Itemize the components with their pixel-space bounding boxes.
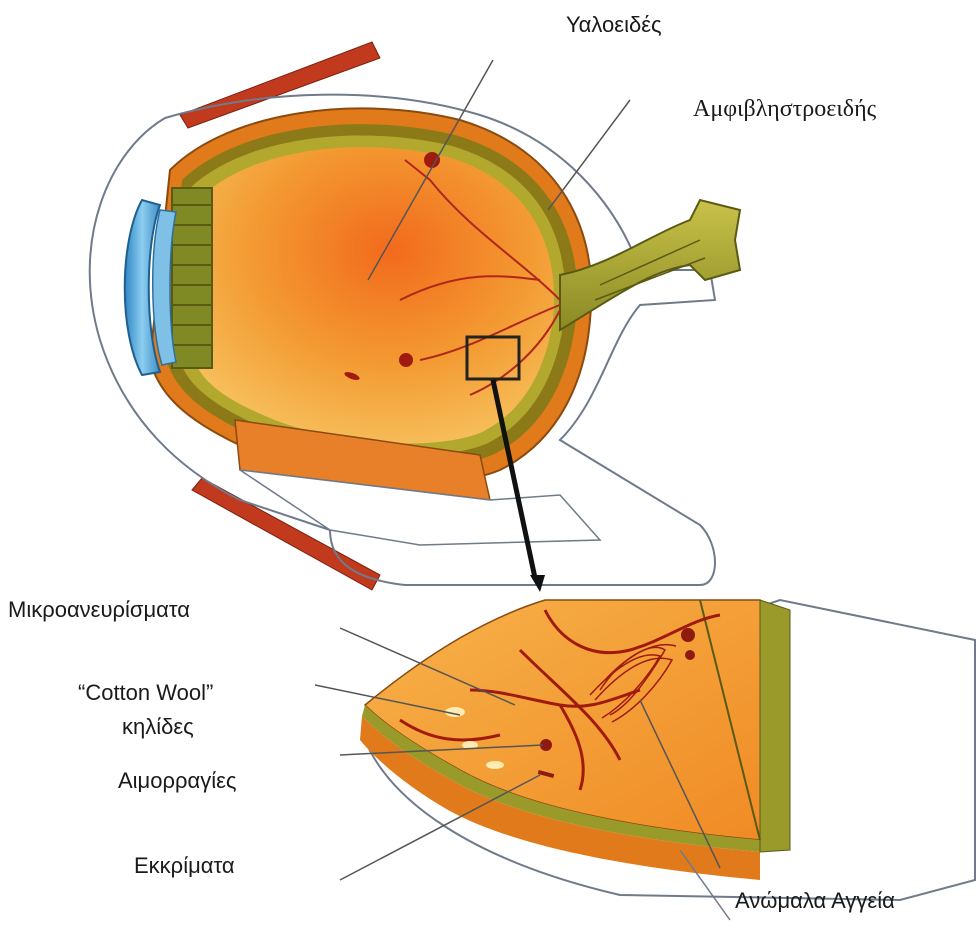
label-vitreous: Υαλοειδές — [566, 12, 662, 37]
label-exudates: Εκκρίματα — [134, 853, 235, 878]
label-cotton-wool-line1: “Cotton Wool” — [78, 680, 213, 705]
retina-slice-side — [760, 600, 790, 852]
retina-leader — [548, 100, 630, 210]
label-retina: Αμφιβληστροειδής — [693, 96, 876, 124]
label-cotton-wool-line2: κηλίδες — [122, 714, 194, 739]
label-irregular-vessels: Ανώμαλα Αγγεία — [735, 888, 895, 913]
ciliary-body — [172, 188, 212, 368]
label-hemorrhages: Αιμορραγίες — [118, 768, 237, 793]
label-microaneurysms: Μικροανευρίσματα — [8, 597, 190, 622]
zoom-arrow-head — [530, 575, 545, 592]
vitreous-body — [192, 147, 554, 443]
